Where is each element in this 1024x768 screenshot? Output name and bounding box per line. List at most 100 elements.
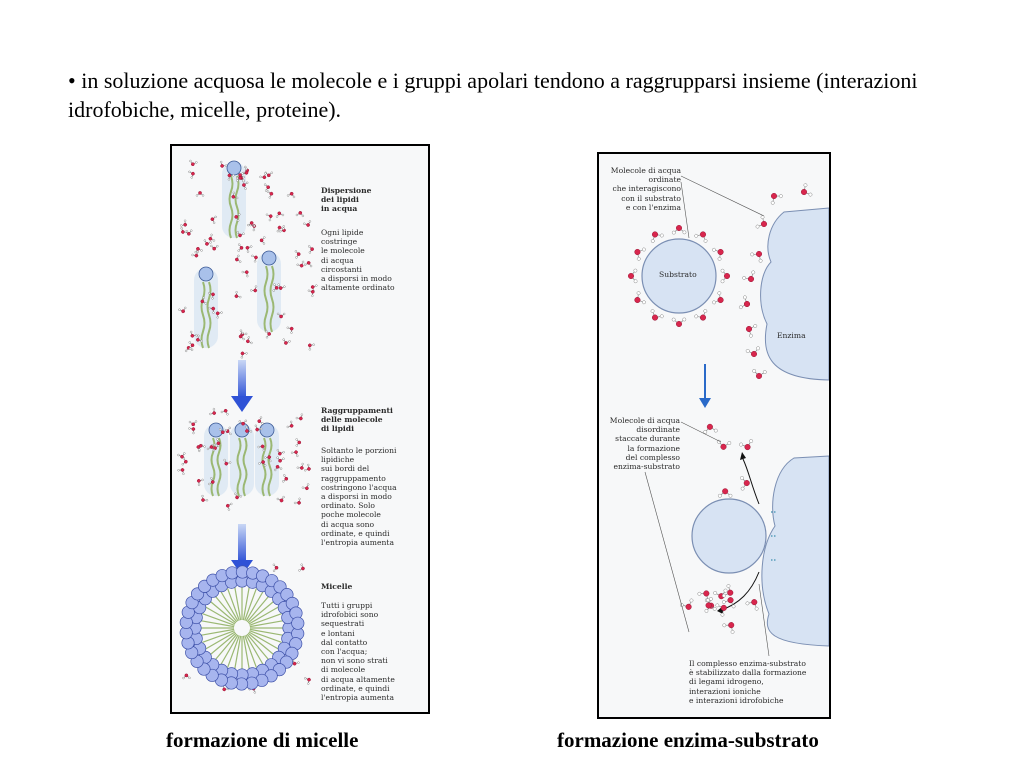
water-hydrogen bbox=[727, 441, 732, 445]
step2-body: Soltanto le porzioni lipidiche sui bordi… bbox=[321, 446, 397, 548]
water-oxygen bbox=[246, 339, 250, 344]
water-hydrogen bbox=[633, 279, 638, 284]
water-oxygen bbox=[196, 479, 201, 483]
water-molecule bbox=[259, 172, 267, 180]
water-hydrogen bbox=[190, 229, 193, 232]
water-oxygen bbox=[210, 480, 215, 484]
micelle-figure: Dispersione dei lipidi in acqua Ogni lip… bbox=[170, 144, 430, 714]
water-oxygen bbox=[259, 238, 264, 243]
water-hydrogen bbox=[250, 245, 253, 248]
water-oxygen bbox=[652, 231, 658, 238]
water-oxygen bbox=[728, 622, 735, 629]
water-oxygen bbox=[190, 343, 195, 348]
lipid-tail bbox=[261, 437, 267, 497]
water-hydrogen bbox=[242, 179, 245, 182]
water-molecule bbox=[742, 270, 756, 282]
water-hydrogen bbox=[237, 254, 240, 258]
water-hydrogen bbox=[182, 472, 185, 475]
water-hydrogen bbox=[282, 495, 285, 499]
water-molecule bbox=[286, 326, 294, 334]
water-oxygen bbox=[278, 286, 283, 290]
water-oxygen bbox=[238, 334, 243, 339]
water-hydrogen bbox=[722, 623, 727, 628]
water-oxygen bbox=[222, 687, 227, 692]
water-molecule bbox=[650, 309, 664, 321]
water-hydrogen bbox=[276, 497, 279, 501]
water-hydrogen bbox=[203, 445, 206, 448]
water-hydrogen bbox=[712, 247, 716, 252]
water-molecule bbox=[290, 450, 299, 458]
water-molecule bbox=[194, 247, 203, 254]
water-hydrogen bbox=[202, 296, 205, 299]
water-hydrogen bbox=[235, 291, 238, 294]
water-hydrogen bbox=[731, 604, 736, 609]
water-hydrogen bbox=[208, 482, 211, 486]
water-hydrogen bbox=[749, 333, 753, 338]
water-molecule bbox=[198, 443, 206, 451]
water-hydrogen bbox=[195, 161, 198, 164]
water-molecule bbox=[258, 460, 267, 467]
water-molecule bbox=[237, 243, 244, 252]
water-hydrogen bbox=[308, 245, 311, 248]
water-hydrogen bbox=[212, 221, 216, 224]
water-hydrogen bbox=[754, 606, 759, 611]
water-hydrogen bbox=[183, 219, 187, 222]
water-molecule bbox=[180, 219, 187, 227]
water-oxygen bbox=[310, 247, 314, 251]
water-molecule bbox=[240, 351, 248, 359]
water-hydrogen bbox=[743, 295, 747, 300]
water-hydrogen bbox=[195, 194, 199, 197]
water-hydrogen bbox=[208, 292, 211, 295]
water-hydrogen bbox=[181, 463, 184, 466]
water-hydrogen bbox=[229, 432, 232, 436]
water-hydrogen bbox=[720, 268, 725, 273]
water-hydrogen bbox=[300, 413, 304, 416]
water-molecule bbox=[209, 407, 216, 416]
water-oxygen bbox=[235, 257, 239, 262]
water-molecule bbox=[177, 468, 185, 475]
water-hydrogen bbox=[720, 279, 725, 284]
micelle-tail bbox=[200, 628, 235, 636]
water-molecule bbox=[254, 424, 263, 432]
water-molecule bbox=[220, 160, 228, 168]
water-hydrogen bbox=[659, 314, 664, 319]
water-hydrogen bbox=[303, 263, 307, 266]
water-oxygen bbox=[212, 246, 217, 251]
water-hydrogen bbox=[282, 480, 285, 483]
water-hydrogen bbox=[244, 419, 247, 422]
water-oxygen bbox=[239, 246, 244, 250]
water-molecule bbox=[245, 245, 253, 253]
water-hydrogen bbox=[253, 691, 256, 694]
water-hydrogen bbox=[272, 289, 275, 292]
lipid-halo bbox=[204, 424, 228, 496]
water-oxygen bbox=[279, 314, 283, 319]
water-hydrogen bbox=[250, 341, 253, 345]
water-molecule bbox=[264, 455, 272, 463]
water-hydrogen bbox=[177, 469, 180, 472]
water-molecule bbox=[241, 270, 249, 278]
complex-label: Il complesso enzima-substrato è stabiliz… bbox=[689, 659, 807, 705]
water-hydrogen bbox=[295, 256, 298, 259]
lipid-head bbox=[226, 160, 242, 176]
water-molecule bbox=[286, 191, 296, 199]
water-oxygen bbox=[210, 217, 215, 222]
water-hydrogen bbox=[671, 230, 676, 235]
water-oxygen bbox=[261, 460, 265, 464]
water-oxygen bbox=[308, 343, 312, 348]
water-molecule bbox=[679, 598, 694, 610]
water-hydrogen bbox=[715, 603, 720, 608]
water-hydrogen bbox=[703, 239, 708, 243]
water-hydrogen bbox=[189, 347, 192, 350]
water-molecule bbox=[234, 291, 242, 299]
water-oxygen bbox=[277, 225, 282, 230]
water-hydrogen bbox=[228, 461, 232, 464]
water-oxygen bbox=[756, 251, 762, 257]
water-hydrogen bbox=[282, 227, 285, 230]
water-molecule bbox=[703, 423, 718, 434]
water-molecule bbox=[203, 239, 212, 246]
water-oxygen bbox=[196, 247, 200, 251]
water-molecule bbox=[180, 227, 189, 234]
water-hydrogen bbox=[214, 215, 217, 219]
water-hydrogen bbox=[197, 334, 200, 338]
water-molecule bbox=[259, 236, 266, 245]
